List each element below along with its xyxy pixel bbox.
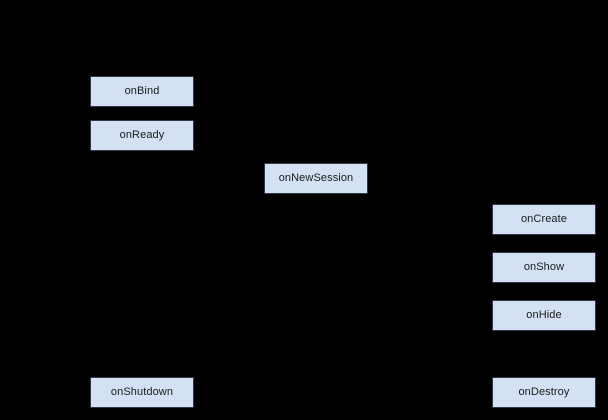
- node-label-on-destroy: onDestroy: [518, 386, 570, 398]
- node-on-show[interactable]: onShow: [492, 252, 596, 283]
- node-label-on-show: onShow: [523, 261, 565, 273]
- node-on-create[interactable]: onCreate: [492, 204, 596, 235]
- connector-group: [139, 107, 547, 378]
- node-on-ready[interactable]: onReady: [90, 120, 194, 151]
- node-on-shutdown[interactable]: onShutdown: [90, 377, 194, 408]
- node-label-on-bind: onBind: [124, 85, 160, 97]
- node-on-bind[interactable]: onBind: [90, 76, 194, 107]
- connector-ready-to-new-session: [194, 134, 319, 164]
- node-on-new-session[interactable]: onNewSession: [264, 163, 368, 194]
- node-label-on-shutdown: onShutdown: [110, 386, 174, 398]
- node-label-on-hide: onHide: [526, 309, 562, 321]
- node-on-hide[interactable]: onHide: [492, 300, 596, 331]
- node-on-destroy[interactable]: onDestroy: [492, 377, 596, 408]
- connector-new-session-to-create: [368, 177, 547, 205]
- node-label-on-create: onCreate: [520, 213, 568, 225]
- node-label-on-ready: onReady: [119, 129, 165, 141]
- node-label-on-new-session: onNewSession: [278, 172, 354, 184]
